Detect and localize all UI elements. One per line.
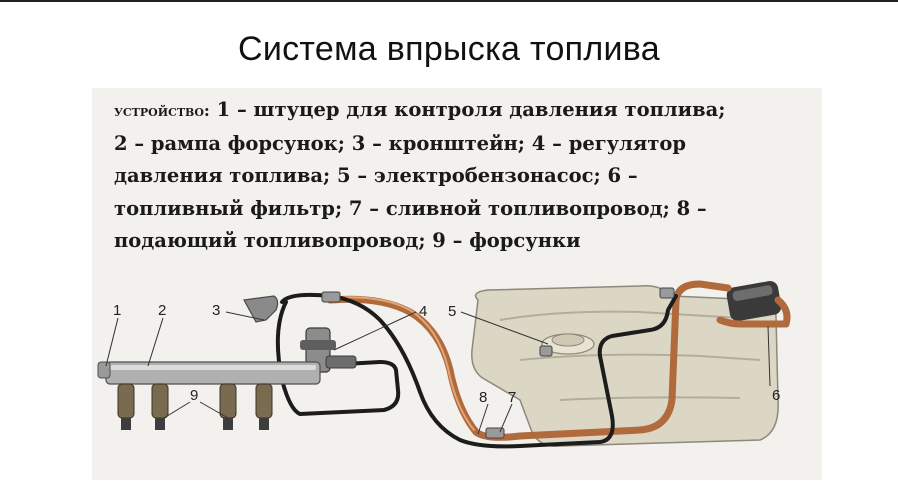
rail-bracket (243, 295, 279, 323)
figure-caption: устройство: 1 – штуцер для контроля давл… (114, 94, 814, 258)
injector-1 (117, 383, 135, 430)
caption-line-1: устройство: 1 – штуцер для контроля давл… (114, 94, 814, 128)
line-connectors (321, 287, 675, 439)
caption-line-3: давления топлива; 5 – электробензонасос;… (114, 164, 638, 187)
injector-4 (255, 383, 273, 430)
label-4: 4 (419, 303, 427, 320)
supply-fuel-line (326, 280, 791, 441)
caption-line-5: подающий топливопровод; 9 – форсунки (114, 229, 581, 252)
top-border-line (0, 0, 898, 2)
label-5: 5 (448, 303, 456, 320)
slide-title: Система впрыска топлива (237, 30, 660, 68)
caption-line-4: топливный фильтр; 7 – сливной топливопро… (114, 196, 707, 220)
fuel-filter (726, 281, 782, 321)
return-fuel-line (275, 292, 678, 449)
label-2: 2 (158, 302, 166, 319)
label-8: 8 (479, 389, 487, 406)
label-3: 3 (212, 302, 220, 319)
label-6: 6 (772, 387, 780, 404)
caption-lead: устройство: (114, 101, 210, 120)
fuel-injectors (117, 383, 273, 430)
fuel-rail (97, 361, 321, 385)
caption-line-2: 2 – рампа форсунок; 3 – кронштейн; 4 – р… (114, 131, 687, 155)
label-1: 1 (113, 302, 121, 319)
leader-lines (105, 311, 771, 435)
caption-line-1-text: 1 – штуцер для контроля давления топлива… (216, 98, 726, 121)
pressure-regulator (300, 327, 357, 373)
injector-3 (219, 383, 237, 430)
label-9: 9 (190, 387, 198, 404)
injector-2 (151, 383, 169, 430)
label-7: 7 (508, 389, 516, 406)
fuel-tank (471, 284, 779, 447)
